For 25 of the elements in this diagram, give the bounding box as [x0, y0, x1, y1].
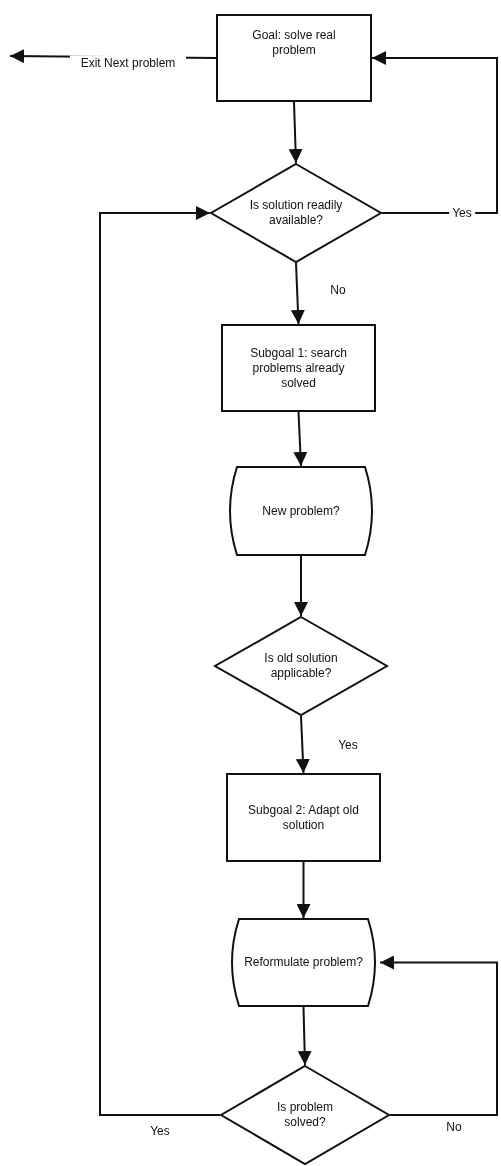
node-label: Subgoal 2: Adapt old solution: [247, 802, 360, 833]
arrow: [297, 1006, 312, 1066]
decision-diamond: [220, 1065, 390, 1165]
process-box: [221, 324, 376, 412]
arrow: [295, 715, 310, 774]
arrow: [371, 51, 498, 214]
node-label: Is old solution applicable?: [263, 651, 339, 681]
node-label: Is solution readily available?: [248, 198, 344, 228]
decision-diamond: [214, 616, 388, 716]
arrow: [290, 262, 305, 325]
process-box: [226, 773, 381, 862]
arrow: [294, 555, 308, 617]
edge-label: Exit Next problem: [70, 55, 186, 71]
node-label: Subgoal 1: search problems already solved: [249, 345, 348, 391]
node-label: Is problem solved?: [276, 1100, 334, 1130]
arrow: [288, 101, 303, 164]
arrow: [379, 955, 498, 1116]
node-label: New problem?: [262, 503, 340, 519]
arrow: [296, 861, 311, 919]
decision-diamond: [210, 163, 382, 263]
arrow: [293, 411, 308, 467]
arrow: [99, 206, 221, 1116]
node-label: Reformulate problem?: [244, 955, 363, 970]
process-box: [216, 14, 372, 102]
node-label: Goal: solve real problem: [251, 28, 337, 58]
